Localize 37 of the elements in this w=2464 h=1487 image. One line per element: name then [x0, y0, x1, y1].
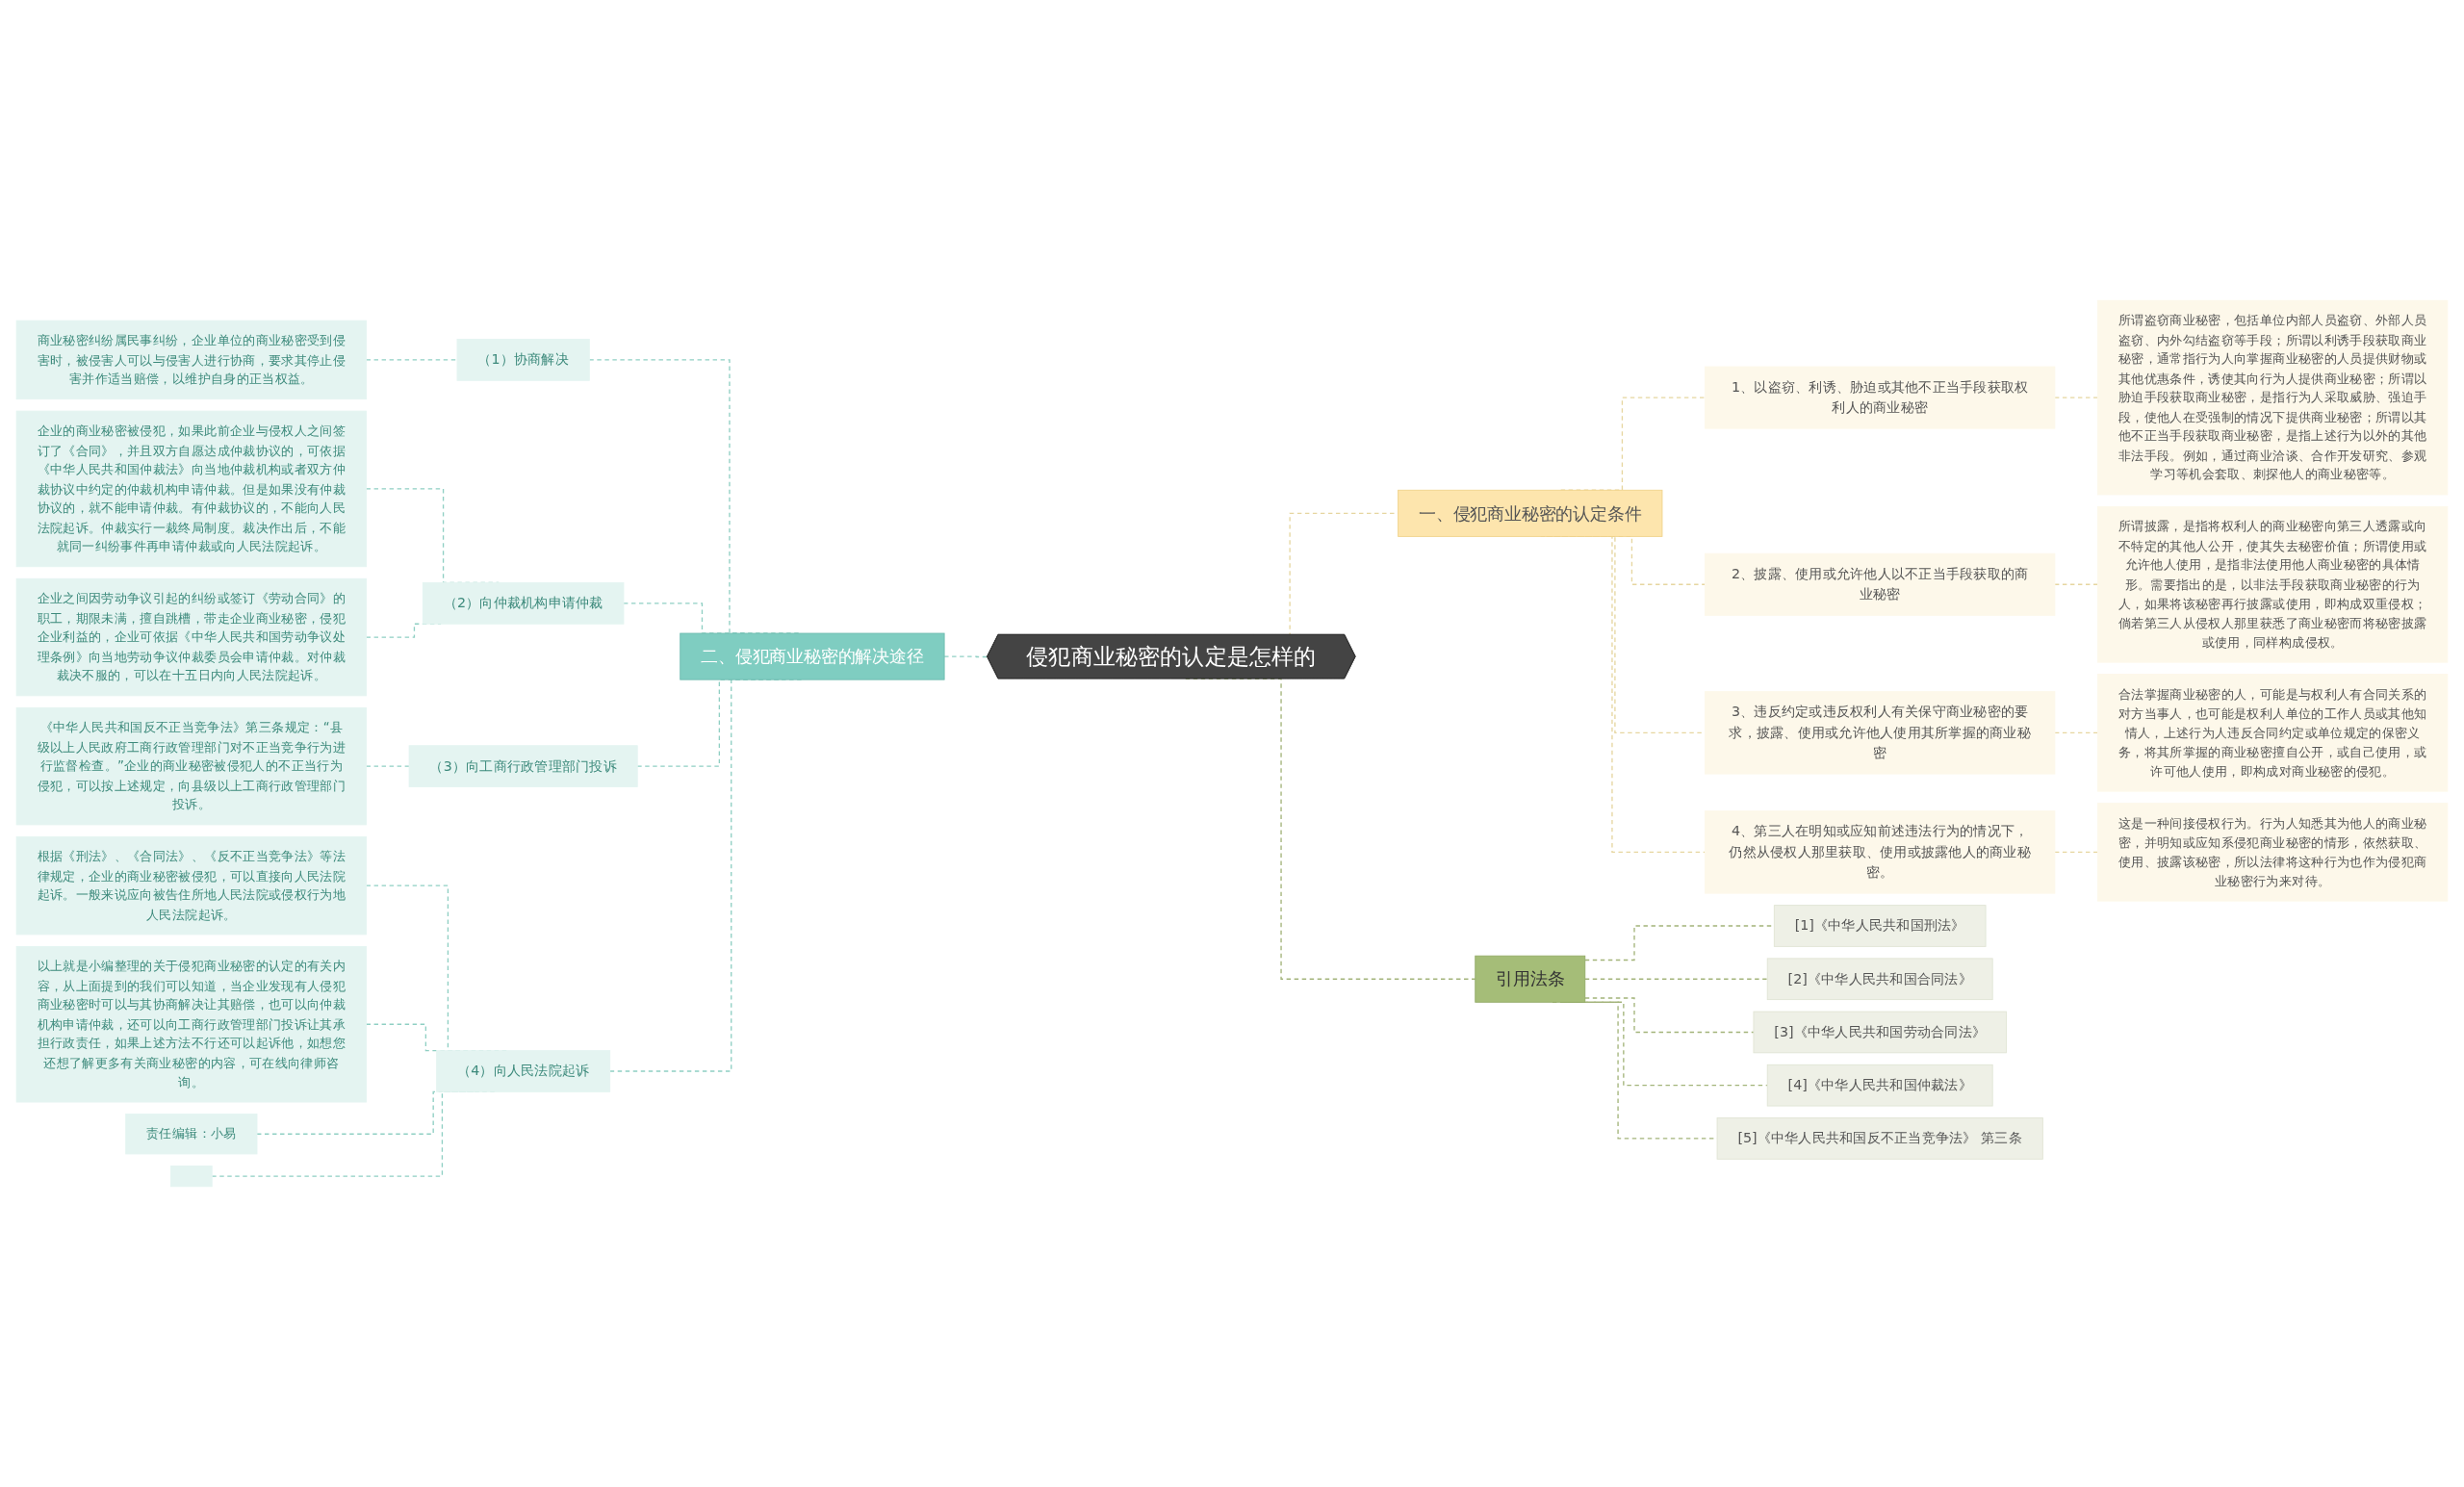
node-box: 2、披露、使用或允许他人以不正当手段获取的商业秘密 [1705, 552, 2056, 616]
connector [1584, 997, 1755, 1034]
node-box: 3、违反约定或违反权利人有关保守商业秘密的要求，披露、使用或允许他人使用其所掌握的商业秘密 [1705, 691, 2056, 775]
connector [1584, 978, 1768, 980]
node-box: 4、第三人在明知或应知前述违法行为的情况下，仍然从侵权人那里获取、使用或披露他人的商业秘密。 [1705, 810, 2056, 894]
node-box: （1）协商解决 [456, 339, 590, 381]
node-box: [3]《中华人民共和国劳动合同法》 [1753, 1011, 2007, 1054]
node-box: [5]《中华人民共和国反不正当竞争法》 第三条 [1716, 1117, 2043, 1160]
connector [2054, 397, 2099, 398]
node-box: （4）向人民法院起诉 [436, 1050, 611, 1092]
node-box: 合法掌握商业秘密的人，可能是与权利人有合同关系的对方当事人，也可能是权利人单位的工作人员或其他知情人，上述行为人违反合同约定或单位规定的保密义务，将其所掌握的商业秘密擅自公开，或自己使用，或许可他人使用，即构成对商业秘密的侵犯。 [2097, 674, 2449, 792]
node-box: 根据《刑法》、《合同法》、《反不正当竞争法》等法律规定，企业的商业秘密被侵犯，可以直接向人民法院起诉。一般来说应向被告住所地人民法院或侵权行为地人民法院起诉。 [15, 835, 367, 936]
node-box [170, 1165, 213, 1188]
node-box: 一、侵犯商业秘密的认定条件 [1398, 489, 1663, 537]
node-box: （3）向工商行政管理部门投诉 [408, 745, 638, 787]
connector [2054, 851, 2099, 854]
node-box: （2）向仲裁机构申请仲裁 [422, 582, 625, 625]
node-box: [2]《中华人民共和国合同法》 [1766, 958, 1993, 1001]
connector [2054, 583, 2099, 585]
connector [365, 765, 410, 767]
node-box: 企业的商业秘密被侵犯，如果此前企业与侵权人之间签订了《合同》，并且双方自愿达成仲裁协议的，可依据《中华人民共和国仲裁法》向当地仲裁机构或者双方仲裁协议中约定的仲裁机构申请仲裁。但是如果没有仲裁协议的，就不能申请仲裁。有仲裁协议的，不能向人民法院起诉。仲裁实行一裁终局制度。裁决作出后，不能就同一纠纷事件再申请仲裁或向人民法院起诉。 [15, 410, 367, 568]
node-box: 企业之间因劳动争议引起的纠纷或签订《劳动合同》的职工，期限未满，擅自跳槽，带走企业商业秘密，侵犯企业利益的，企业可依据《中华人民共和国劳动争议处理条例》向当地劳动争议仲裁委员会申请仲裁。对仲裁裁决不服的，可以在十五日内向人民法院起诉。 [15, 577, 367, 697]
node-box: 以上就是小编整理的关于侵犯商业秘密的认定的有关内容，从上面提到的我们可以知道，当企业发现有人侵犯商业秘密时可以与其协商解决让其赔偿，也可以向仲裁机构申请仲裁，还可以向工商行政管理部门投诉让其承担行政责任，如果上述方法不行还可以起诉他，如想您还想了解更多有关商业秘密的内容，可在线向律师咨询。 [15, 945, 367, 1103]
node-box: [1]《中华人民共和国刑法》 [1773, 905, 1987, 947]
node-box: [4]《中华人民共和国仲裁法》 [1766, 1064, 1993, 1107]
node-box: 责任编辑：小易 [125, 1114, 258, 1155]
connector [2054, 731, 2099, 734]
node-box: 引用法条 [1475, 955, 1586, 1003]
node-box: 商业秘密纠纷属民事纠纷，企业单位的商业秘密受到侵害时，被侵害人可以与侵害人进行协商，要求其停止侵害并作适当赔偿，以维护自身的正当权益。 [15, 320, 367, 400]
node-box: 所谓盗窃商业秘密，包括单位内部人员盗窃、外部人员盗窃、内外勾结盗窃等手段；所谓以利诱手段获取商业秘密，通常指行为人向掌握商业秘密的人员提供财物或其他优惠条件，诱使其向行为人提供商业秘密；所谓以胁迫手段获取商业秘密，是指行为人采取威胁、强迫手段，使他人在受强制的情况下提供商业秘密；所谓以其他不正当手段获取商业秘密，是指上述行为以外的其他非法手段。例如，通过商业洽谈、合作开发研究、参观学习等机会套取、刺探他人的商业秘密等。 [2097, 299, 2449, 496]
node-box: 这是一种间接侵权行为。行为人知悉其为他人的商业秘密，并明知或应知系侵犯商业秘密的情形，依然获取、使用、披露该秘密，所以法律将这种行为也作为侵犯商业秘密行为来对待。 [2097, 803, 2449, 902]
node-box: 1、以盗窃、利诱、胁迫或其他不正当手段获取权利人的商业秘密 [1705, 366, 2056, 429]
node-box: 《中华人民共和国反不正当竞争法》第三条规定：“县级以上人民政府工商行政管理部门对不正当竞争行为进行监督检查。”企业的商业秘密被侵犯人的不正当行为侵犯，可以按上述规定，向县级以上工商行政管理部门投诉。 [15, 706, 367, 826]
connector [943, 655, 988, 658]
node-box: 二、侵犯商业秘密的解决途径 [680, 632, 945, 680]
connector [365, 359, 458, 361]
node-box: 所谓披露，是指将权利人的商业秘密向第三人透露或向不特定的其他人公开，使其失去秘密价值；所谓使用或允许他人使用，是指非法使用他人商业秘密的具体情形。需要指出的是，以非法手段获取商业秘密的行为人，如果将该秘密再行披露或使用，即构成双重侵权；倘若第三人从侵权人那里获悉了商业秘密而将秘密披露或使用，同样构成侵权。 [2097, 506, 2449, 663]
